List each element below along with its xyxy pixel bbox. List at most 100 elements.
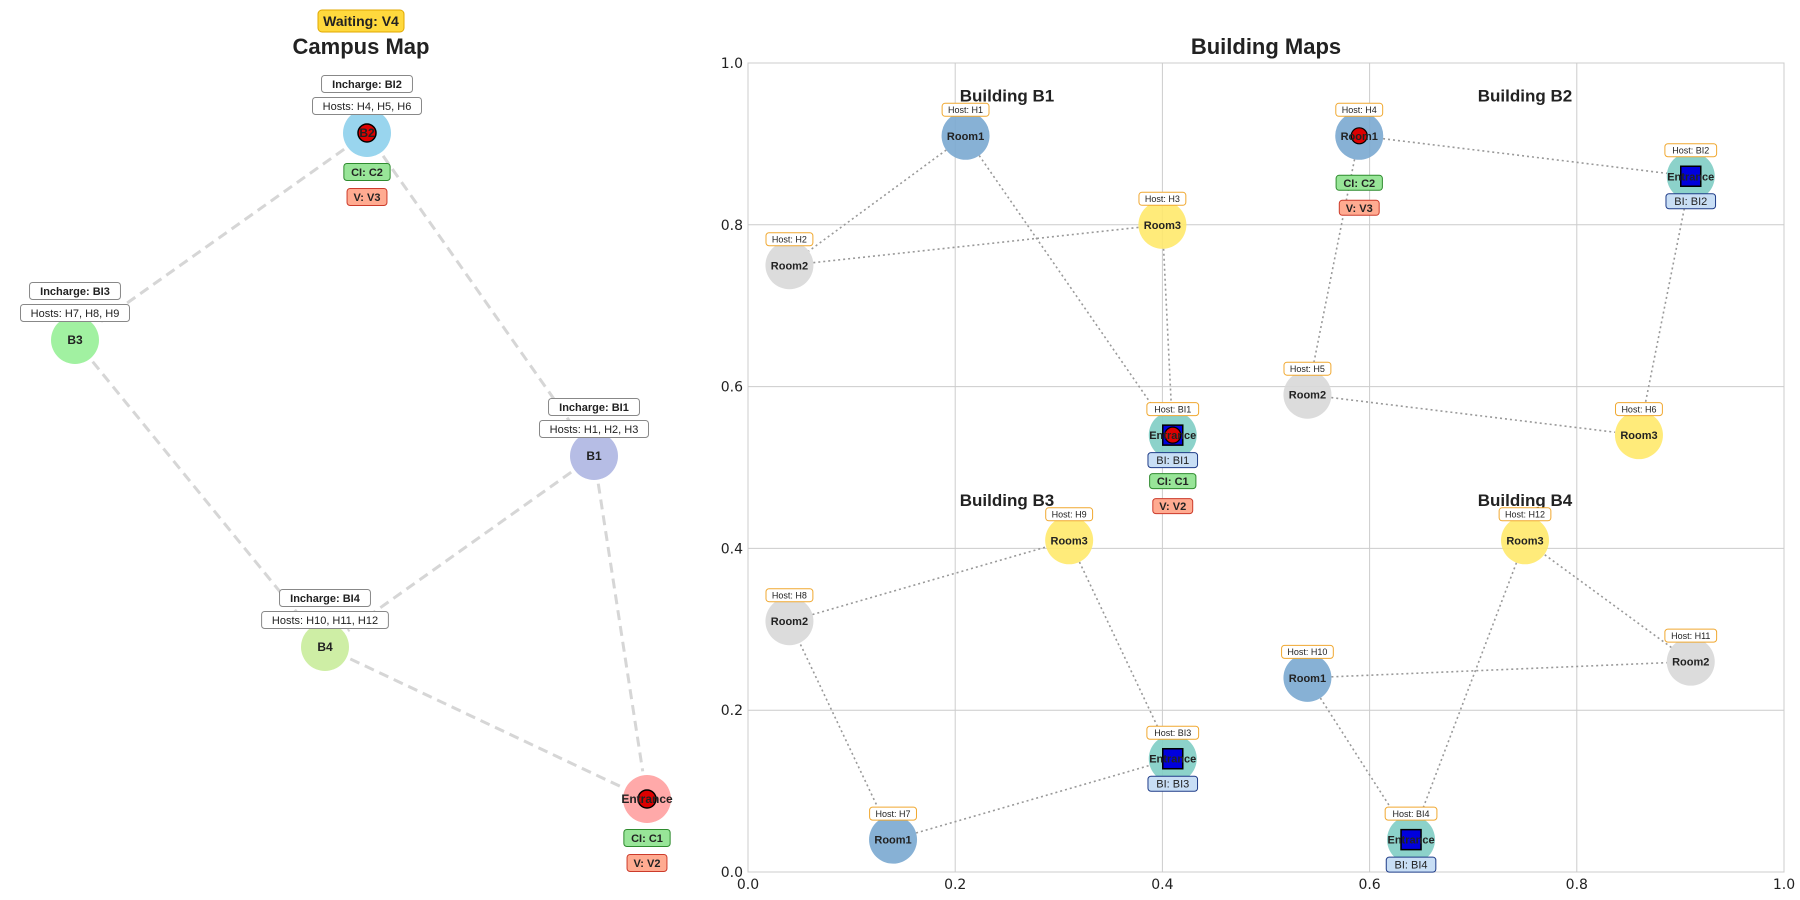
- campus-edge-b1-b4: [346, 470, 573, 633]
- bi-label: BI: BI2: [1665, 193, 1717, 210]
- x-tick-label: 0.8: [1566, 877, 1588, 893]
- node-label: Room1: [1341, 131, 1378, 143]
- waiting-badge-label: Waiting: V4: [323, 13, 399, 29]
- host-label-text: Host: H8: [772, 590, 807, 600]
- hosts-label-box: [312, 97, 422, 115]
- node-label: Room2: [771, 260, 808, 272]
- building-b3-edge: [915, 764, 1150, 834]
- incharge-label-text: Incharge: BI4: [290, 593, 361, 605]
- node-label: Room3: [1620, 430, 1657, 442]
- ci-label: CI: C1: [623, 829, 671, 847]
- ci-label-box: [1149, 473, 1197, 490]
- building-b1-node-room1[interactable]: Room1 Host: H1: [941, 102, 990, 160]
- red-dot-marker-icon: [637, 789, 657, 809]
- building-b1-edge: [1162, 248, 1173, 412]
- v-label-text: V: V2: [634, 858, 661, 870]
- campus-map-title: Campus Map: [293, 34, 430, 59]
- ci-label-box: [623, 829, 671, 847]
- building-edges: [799, 137, 1687, 834]
- node-label: Entrance: [1388, 835, 1435, 847]
- blue-square-marker-icon: [1400, 828, 1422, 851]
- node-circle: [1045, 516, 1094, 565]
- host-label-box: [941, 102, 990, 117]
- host-label: Host: H8: [765, 588, 814, 603]
- node-label: Room3: [1506, 535, 1543, 547]
- host-label-box: [869, 806, 917, 821]
- red-dot-marker-icon: [1164, 426, 1182, 444]
- incharge-label-box: [321, 75, 413, 93]
- building-maps-title: Building Maps: [1191, 34, 1341, 59]
- host-label: Host: BI1: [1146, 402, 1200, 417]
- host-label-text: Host: H12: [1505, 510, 1545, 520]
- building-b2-edge: [1311, 159, 1356, 372]
- ci-label-text: CI: C2: [351, 167, 383, 179]
- host-label-text: Host: H1: [948, 105, 983, 115]
- node-circle: [1501, 516, 1549, 565]
- red-dot-marker-icon: [357, 123, 377, 143]
- v-label-box: [1338, 199, 1380, 216]
- building-b2-node-room3[interactable]: Room3 Host: H6: [1614, 402, 1663, 460]
- host-label-box: [765, 232, 814, 247]
- host-label-text: Host: BI3: [1154, 728, 1191, 738]
- campus-node-label: B2: [359, 126, 375, 140]
- building-b2-edge: [1642, 199, 1687, 412]
- y-tick-label: 0.8: [721, 218, 743, 234]
- y-tick-label: 0.4: [721, 541, 743, 557]
- host-label: Host: H7: [869, 806, 917, 821]
- bi-label-box: [1665, 193, 1717, 210]
- host-label: Host: H6: [1615, 402, 1663, 417]
- host-label-box: [765, 588, 814, 603]
- incharge-label: Incharge: BI3: [29, 282, 121, 300]
- ci-label-text: CI: C2: [1343, 178, 1375, 190]
- campus-edge-b2-b1: [381, 155, 580, 434]
- campus-edge-b2-b3: [96, 147, 346, 326]
- host-label: Host: BI3: [1146, 725, 1200, 740]
- building-b3-node-room2[interactable]: Room2 Host: H8: [765, 588, 814, 646]
- host-label-box: [1664, 628, 1718, 643]
- node-label: Entrance: [1149, 754, 1196, 766]
- building-b3-edge: [799, 642, 884, 819]
- ci-label-text: CI: C1: [1157, 476, 1189, 488]
- y-tick-label: 0.2: [721, 703, 743, 719]
- host-label-box: [1281, 644, 1334, 659]
- v-label: V: V2: [1152, 498, 1194, 515]
- node-label: Room1: [947, 131, 984, 143]
- host-label: Host: BI2: [1664, 143, 1718, 158]
- building-b3-edge: [812, 546, 1047, 616]
- node-label: Room2: [771, 616, 808, 628]
- v-label-box: [626, 854, 668, 872]
- node-label: Entrance: [1667, 171, 1714, 183]
- x-tick-label: 0.6: [1358, 877, 1380, 893]
- building-b1-title: Building B1: [960, 86, 1054, 105]
- v-label-text: V: V3: [354, 192, 381, 204]
- incharge-label-text: Incharge: BI3: [40, 286, 110, 298]
- incharge-label: Incharge: BI1: [548, 398, 640, 416]
- building-b4-node-room3[interactable]: Room3 Host: H12: [1498, 507, 1552, 565]
- campus-node-circle: [51, 316, 99, 364]
- y-tick-label: 1.0: [721, 56, 743, 72]
- building-b1-edge: [808, 149, 947, 252]
- hosts-label-box: [20, 304, 130, 322]
- bi-label-box: [1385, 856, 1437, 873]
- bi-label-text: BI: BI1: [1156, 455, 1189, 467]
- host-label: Host: H12: [1498, 507, 1552, 522]
